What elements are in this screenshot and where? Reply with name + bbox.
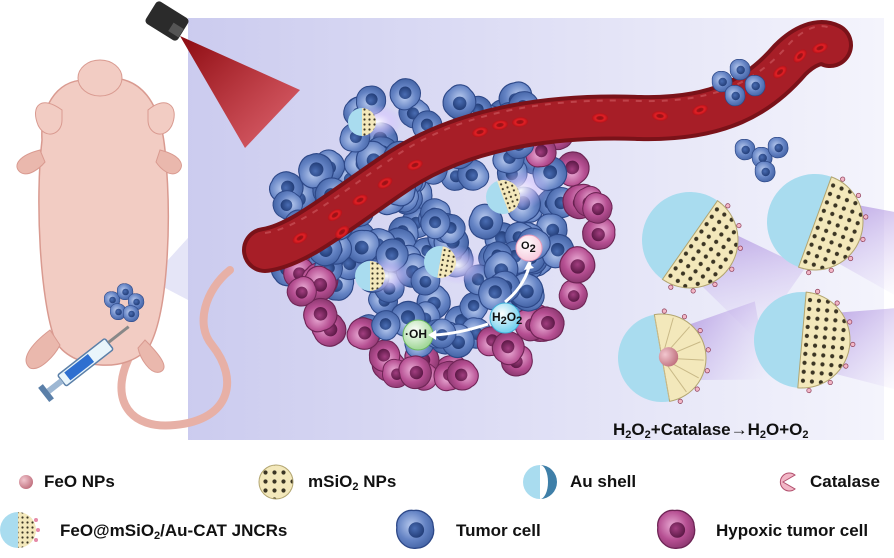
legend-label-jncr: FeO@mSiO2/Au-CAT JNCRs [60, 521, 288, 542]
jncr-particle [355, 258, 414, 294]
hypoxic-tumor-cell-icon [657, 509, 696, 549]
jncr-icon [0, 512, 40, 548]
catalase-icon [779, 472, 796, 492]
jncr-in-tumor [348, 105, 551, 294]
legend-label-msio2: mSiO2 NPs [308, 472, 397, 493]
o2-bubble [515, 234, 543, 262]
legend-label-au-shell: Au shell [570, 472, 637, 491]
legend [0, 464, 796, 549]
large-jncr-particle [767, 174, 894, 301]
zoom-wedge [150, 238, 188, 330]
h2o2-label: H2O2 [492, 310, 523, 327]
msio2-np-icon [258, 464, 294, 500]
legend-label-hypoxic-cell: Hypoxic tumor cell [716, 521, 869, 540]
laser-beam [180, 36, 300, 148]
laser-device-icon [145, 1, 189, 41]
large-jncr-group [618, 174, 894, 404]
syringe-icon [38, 325, 130, 403]
feo-np-icon [19, 475, 33, 489]
au-shell-icon [523, 465, 557, 499]
legend-label-tumor-cell: Tumor cell [456, 521, 541, 540]
h2o2-bubble [489, 302, 521, 334]
tumor-cell-icon [396, 509, 435, 549]
blood-vessel [242, 20, 853, 273]
equation-label: H2O2+Catalase→H2O+O2 [613, 420, 809, 441]
jncr-particle [424, 245, 486, 285]
o2-label: O2 [521, 240, 536, 255]
mouse-icon [16, 59, 234, 430]
red-blood-cell [592, 113, 608, 123]
reaction-arrow-2 [433, 322, 489, 337]
jncr-particle [486, 168, 551, 214]
oh-label: ·OH [405, 327, 427, 341]
large-jncr-particle [754, 288, 894, 394]
legend-label-catalase: Catalase [810, 472, 880, 491]
legend-label-feo: FeO NPs [44, 472, 115, 491]
large-jncr-particle [618, 301, 769, 404]
large-jncr-particle [642, 192, 806, 339]
jncr-particle [348, 105, 403, 139]
